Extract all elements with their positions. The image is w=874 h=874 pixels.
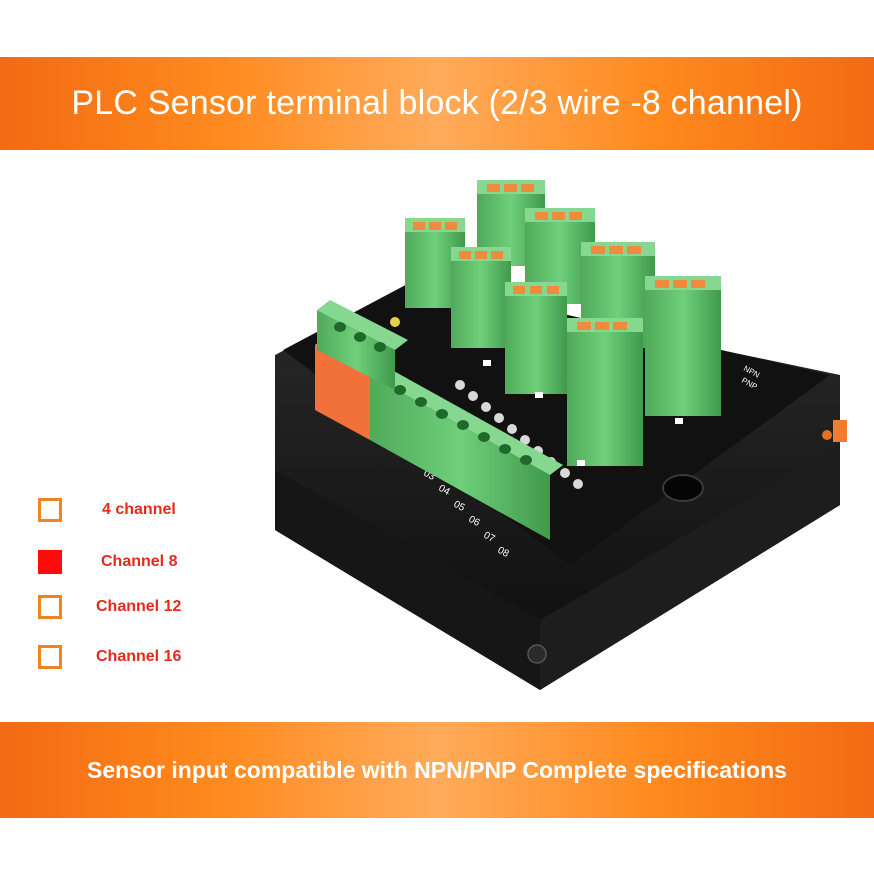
connector-7: [645, 276, 721, 416]
terminal-marking-plates: [483, 360, 683, 466]
option-label: Channel 16: [96, 648, 182, 665]
checkbox[interactable]: [38, 595, 62, 619]
label-05: 05: [452, 499, 467, 514]
connector-8: [567, 318, 643, 466]
option-4-channel[interactable]: 4 channel: [36, 496, 256, 526]
front-terminal-strip: [315, 300, 563, 540]
label-06: 06: [467, 514, 482, 529]
label-04: 04: [437, 483, 452, 498]
page-subtitle: Sensor input compatible with NPN/PNP Com…: [87, 756, 787, 783]
page-title: PLC Sensor terminal block (2/3 wire -8 c…: [71, 84, 803, 122]
option-label: 4 channel: [102, 501, 176, 518]
option-channel-12[interactable]: Channel 12: [36, 593, 256, 623]
connector-5: [505, 282, 567, 394]
label-07: 07: [482, 530, 497, 545]
option-channel-16[interactable]: Channel 16: [36, 643, 256, 673]
option-label: Channel 8: [101, 553, 178, 570]
led-indicators: [390, 317, 583, 489]
title-banner: PLC Sensor terminal block (2/3 wire -8 c…: [0, 57, 874, 150]
checkbox-selected[interactable]: [38, 550, 62, 574]
checkbox[interactable]: [38, 645, 62, 669]
sensor-connectors: [405, 180, 721, 466]
connector-3: [451, 247, 511, 348]
channel-options: 4 channel Channel 8 Channel 12 Channel 1…: [36, 496, 256, 686]
option-label: Channel 12: [96, 598, 182, 615]
option-channel-8[interactable]: Channel 8: [36, 548, 256, 578]
checkbox[interactable]: [38, 498, 62, 522]
subtitle-banner: Sensor input compatible with NPN/PNP Com…: [0, 722, 874, 818]
label-08: 08: [496, 545, 511, 560]
product-photo: 01 02 03 04 05 06 07 08 NPN PNP: [275, 180, 847, 690]
